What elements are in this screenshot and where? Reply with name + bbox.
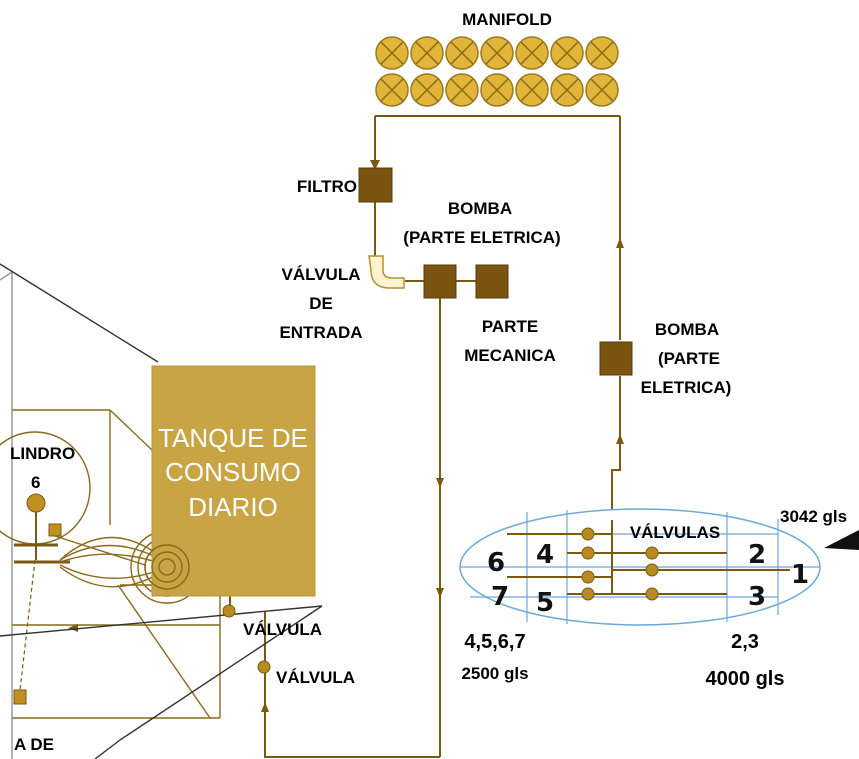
pump-electric-box xyxy=(423,264,457,299)
flow-arrows xyxy=(261,160,624,712)
callout-lines xyxy=(0,263,859,759)
valve xyxy=(581,570,595,584)
storage-tanks-group: VÁLVULAS 6 4 7 5 2 1 3 xyxy=(459,508,821,626)
arrow-up xyxy=(261,702,269,712)
valves-label: VÁLVULAS xyxy=(630,523,720,542)
dashed-line xyxy=(19,559,36,691)
valve xyxy=(645,563,659,577)
spiral-over-tank xyxy=(144,544,190,590)
capacity-top-label: 3042 gls xyxy=(780,507,847,526)
cylinder xyxy=(550,73,584,107)
tank-number-5: 5 xyxy=(536,588,554,618)
inlet-valve-label-3: ENTRADA xyxy=(279,323,362,342)
valve-label-1: VÁLVULA xyxy=(243,620,322,639)
tank-number-6: 6 xyxy=(487,548,505,578)
small-valve-square xyxy=(48,523,62,537)
valve xyxy=(581,546,595,560)
pipes xyxy=(229,116,621,758)
valve xyxy=(645,546,659,560)
mechanic-label-1: PARTE xyxy=(482,317,538,336)
valve-return xyxy=(257,660,271,674)
pump-right-label-3: ELETRICA) xyxy=(641,378,732,397)
mechanic-label-2: MECANICA xyxy=(464,346,556,365)
arrow-down xyxy=(436,588,444,598)
cylinder xyxy=(585,73,619,107)
group-left-capacity: 2500 gls xyxy=(461,664,528,683)
cylinder-6-valve xyxy=(26,493,46,513)
cylinder xyxy=(480,73,514,107)
filter-label: FILTRO xyxy=(297,177,357,196)
valve-label-2: VÁLVULA xyxy=(276,668,355,687)
pump-right-box xyxy=(599,341,633,376)
cylinder-label: LINDRO xyxy=(10,444,75,463)
tank-number-2: 2 xyxy=(748,540,766,570)
filter-box xyxy=(358,167,393,203)
panel-frame xyxy=(0,270,13,759)
cylinder xyxy=(585,36,619,70)
cylinder xyxy=(480,36,514,70)
pump-label: BOMBA xyxy=(448,199,512,218)
tank-number-7: 7 xyxy=(491,582,509,612)
arrow-left xyxy=(68,624,78,632)
a-de-label: A DE xyxy=(14,735,54,754)
pipe-bottom-return xyxy=(264,612,440,758)
arrow-down xyxy=(370,160,380,170)
tank-number-4: 4 xyxy=(536,540,554,570)
tank-number-3: 3 xyxy=(748,582,766,612)
cylinder xyxy=(445,36,479,70)
inlet-valve-elbow xyxy=(368,255,405,289)
group-right-capacity: 4000 gls xyxy=(706,668,785,690)
cylinder xyxy=(410,36,444,70)
manifold-cylinders xyxy=(375,36,619,107)
cylinder xyxy=(445,73,479,107)
manifold: MANIFOLD xyxy=(375,10,620,117)
tank-label-1: TANQUE DE xyxy=(158,423,308,453)
arrow-up xyxy=(616,434,624,444)
cylinder-number: 6 xyxy=(31,473,40,492)
valve xyxy=(581,527,595,541)
tank-number-1: 1 xyxy=(791,560,809,590)
group-left-label: 4,5,6,7 xyxy=(464,631,525,653)
cylinder xyxy=(410,73,444,107)
valve-tank-outlet xyxy=(222,604,236,618)
inlet-valve-label-1: VÁLVULA xyxy=(281,265,360,284)
inlet-valve-label-2: DE xyxy=(309,294,333,313)
cylinder xyxy=(550,36,584,70)
valve xyxy=(581,587,595,601)
arrow-up xyxy=(616,238,624,248)
cylinder xyxy=(375,36,409,70)
pump-right-label-1: BOMBA xyxy=(655,320,719,339)
callout-pointer xyxy=(824,530,859,550)
manifold-label: MANIFOLD xyxy=(462,10,552,29)
cylinder xyxy=(375,73,409,107)
cylinder xyxy=(515,36,549,70)
small-valve-bottom xyxy=(13,689,27,705)
tank-label-3: DIARIO xyxy=(188,492,278,522)
arrow-down xyxy=(436,478,444,488)
pump-sub-label: (PARTE ELETRICA) xyxy=(403,228,560,247)
pump-right-label-2: (PARTE xyxy=(658,349,720,368)
tank-label-2: CONSUMO xyxy=(165,457,301,487)
group-right-label: 2,3 xyxy=(731,631,759,653)
cylinder xyxy=(515,73,549,107)
valve xyxy=(645,587,659,601)
pump-mechanic-box xyxy=(475,264,509,299)
